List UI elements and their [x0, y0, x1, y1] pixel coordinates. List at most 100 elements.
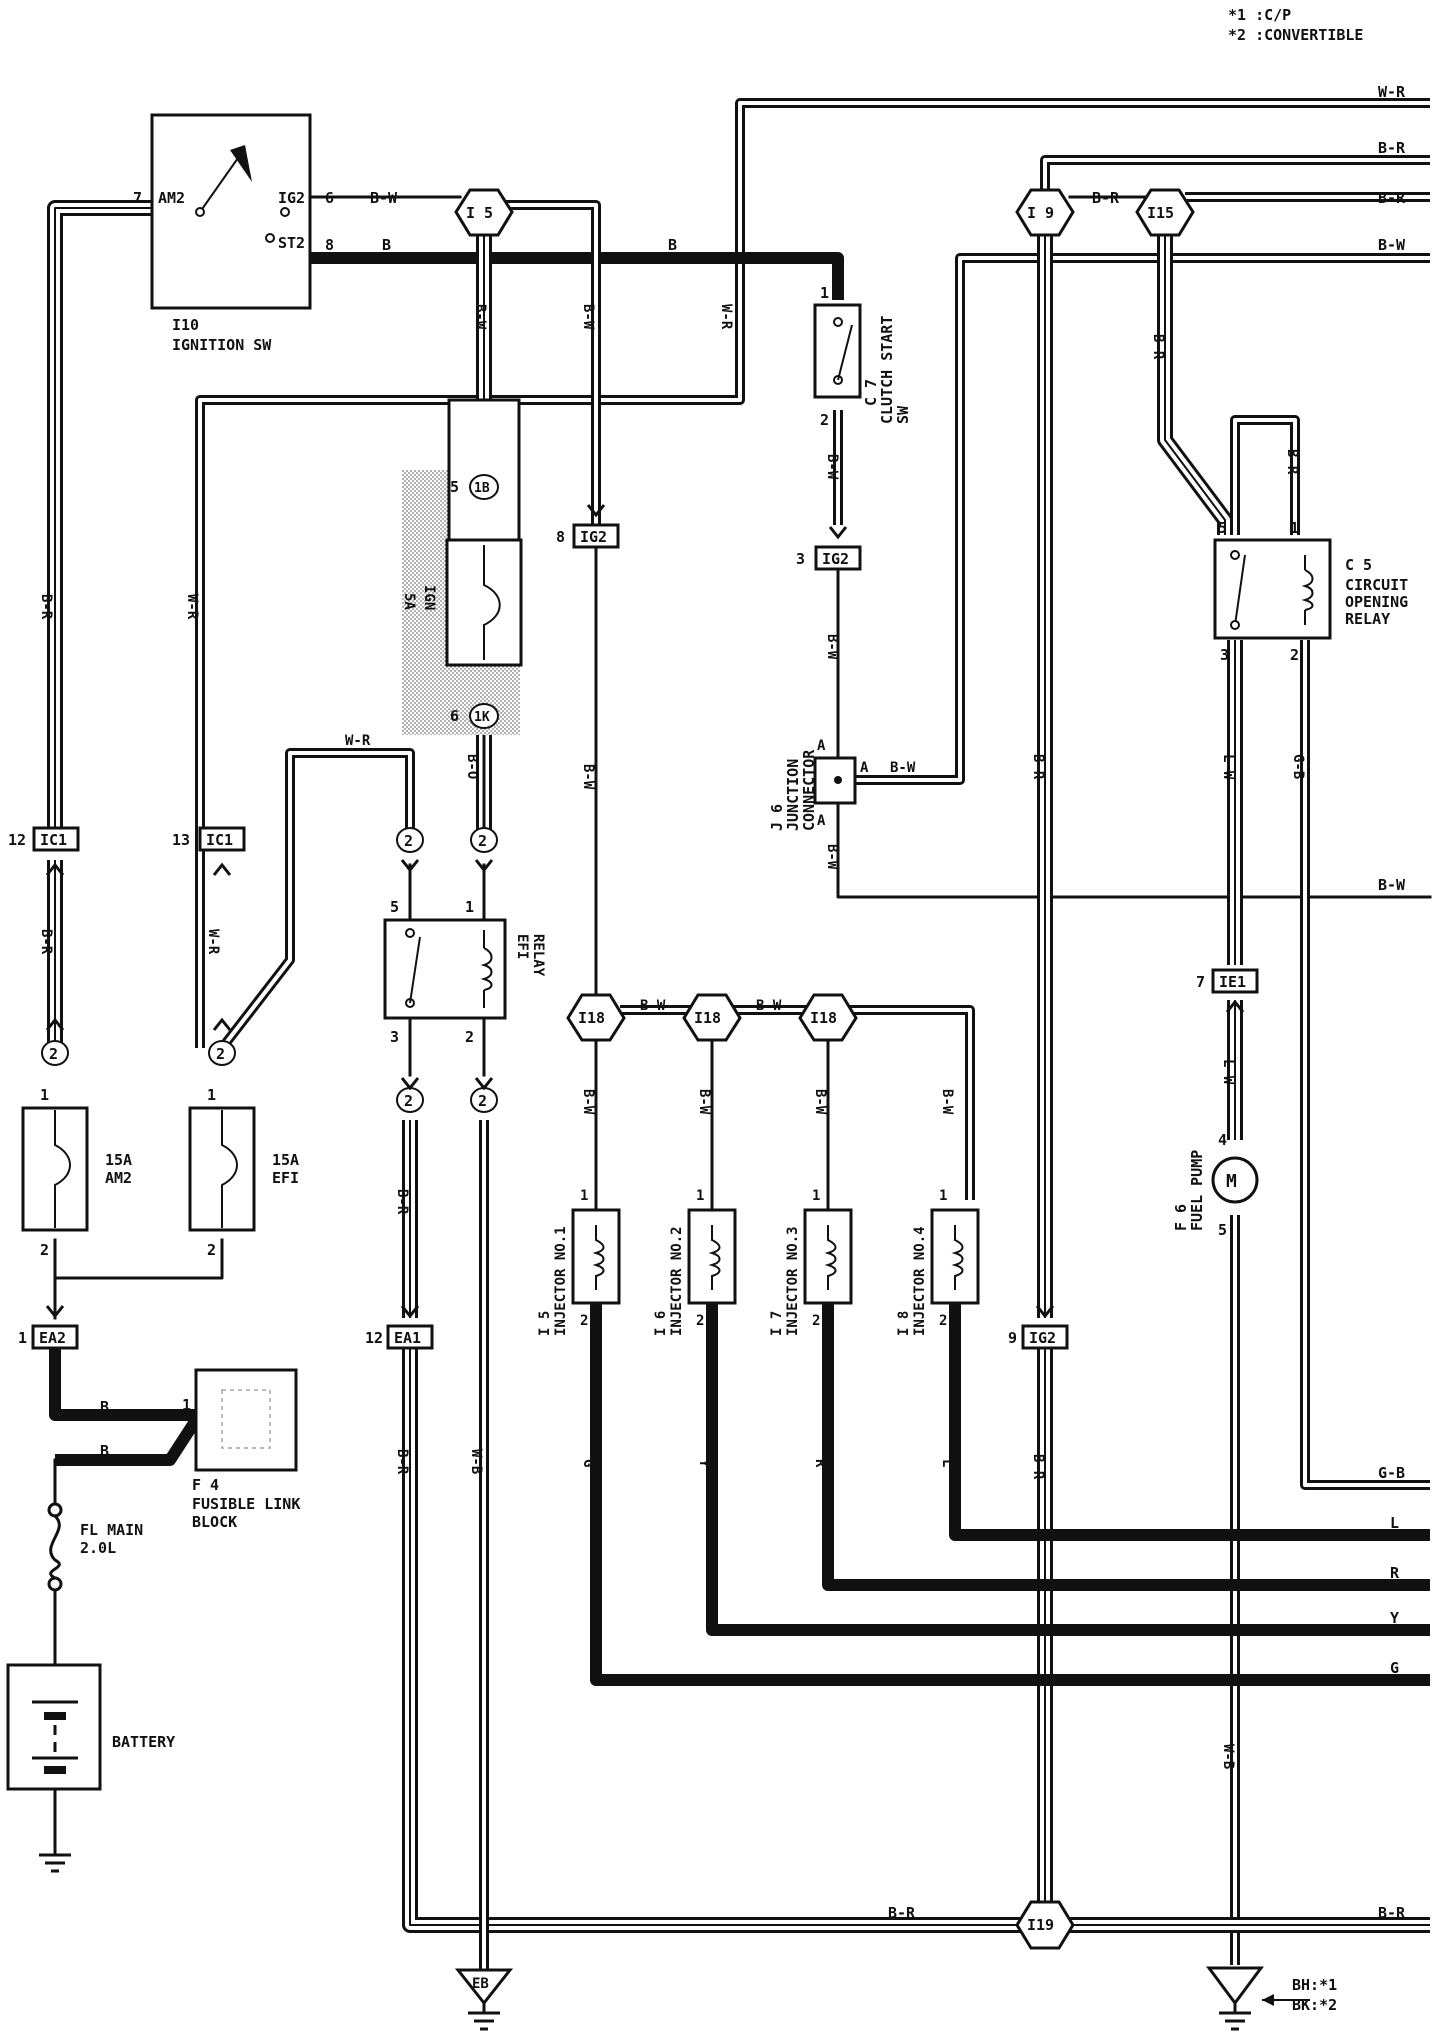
wire-label-b-r-left: B-R: [38, 594, 54, 620]
fusible-name-2: BLOCK: [192, 1513, 237, 1531]
junction-pin-a-right: A: [860, 760, 869, 776]
ig2-right-label: IG2: [1029, 1329, 1056, 1347]
connector-ie1: IE1 7: [1196, 968, 1259, 1013]
splice-i9-label: I 9: [1027, 204, 1054, 222]
battery-name: BATTERY: [112, 1733, 175, 1751]
ground-note-line-2: BK:*2: [1292, 1996, 1337, 2014]
fuel-pump: M 4 5 F 6 FUEL PUMP: [1172, 1131, 1259, 1239]
splice-i5-label: I 5: [466, 204, 493, 222]
ig2-mid-pin: 3: [796, 550, 805, 568]
relay-name-3: RELAY: [1345, 610, 1390, 628]
wire-label-b-r-ea1-top: B-R: [394, 1189, 410, 1215]
injector-pin-bottom: 2: [580, 1313, 588, 1329]
circle-connector-pin: 2: [404, 1092, 413, 1110]
fuse-efi-rating: 15A: [272, 1151, 299, 1169]
splice-i18-label: I18: [578, 1009, 605, 1027]
wire-label-b-top: B: [382, 236, 391, 254]
wire-label-b-mid: B: [668, 236, 677, 254]
circle-connector-pin: 2: [478, 1092, 487, 1110]
fusible-pin-1: 1: [182, 1396, 191, 1414]
fuse-ign-pin-top: 5: [450, 478, 459, 496]
ign-name: IGNITION SW: [172, 336, 272, 354]
ignition-switch: AM2 IG2 ST2 7 6 8 I10 IGNITION SW: [133, 113, 334, 354]
wire-label-b-w-lower: B-W: [824, 844, 840, 870]
fuel-pump-pin-5: 5: [1218, 1221, 1227, 1239]
injector-pin-bottom: 2: [696, 1313, 704, 1329]
fuse-am2-rating: 15A: [105, 1151, 132, 1169]
injector-wire-out: Y: [696, 1459, 712, 1468]
relay-pin-3: 3: [1220, 646, 1229, 664]
ground-eb-label: EB: [472, 1976, 489, 1992]
circle-connectors: 2 2 2 2 2 2: [41, 827, 498, 1113]
injector-wire-bw: B-W: [812, 1089, 828, 1115]
injector-pin-top: 1: [696, 1188, 704, 1204]
connector-ig2-right: IG2 9: [1008, 1305, 1069, 1350]
ground-icon: [466, 2003, 502, 2031]
legend-note-1: *1 :C/P: [1228, 6, 1291, 24]
splice-i9: I 9: [1015, 188, 1075, 237]
wire-label-b-link: B: [100, 1442, 109, 1460]
injector: 1 2 I 8 INJECTOR NO.4 B-W L: [896, 1089, 980, 1467]
junction-id: J 6: [768, 804, 786, 831]
fuse-ign-shown: [445, 538, 523, 667]
efi-relay-name-2: RELAY: [530, 934, 546, 977]
fuse-am2-pin-2: 2: [40, 1241, 49, 1259]
injector: 1 2 I 7 INJECTOR NO.3 B-W R: [769, 1089, 853, 1468]
fuse-ign-conn-bottom-circle: [469, 703, 499, 729]
wire-label-b-ea2: B: [100, 1398, 109, 1416]
junction-pin-a-top: A: [817, 738, 826, 754]
efi-relay: 5 1 3 2 EFI RELAY: [383, 898, 546, 1046]
injector-id: I 8: [896, 1311, 912, 1336]
ground-icon: [1217, 2003, 1253, 2031]
ic1-left-pin: 12: [8, 831, 26, 849]
injector-pin-bottom: 2: [939, 1313, 947, 1329]
relay-pin-2: 2: [1290, 646, 1299, 664]
relay-name: CIRCUIT: [1345, 576, 1408, 594]
wire-label-b-w-right-lower: B-W: [1378, 876, 1406, 894]
fusible-link-block: 1 F 4 FUSIBLE LINK BLOCK: [182, 1368, 300, 1531]
wire-label-b-w-ig2: B-W: [580, 304, 596, 330]
fuse-efi-name: EFI: [272, 1169, 299, 1187]
splice-i18-label: I18: [694, 1009, 721, 1027]
circle-connector: 2: [396, 827, 424, 873]
ig2-mid-label: IG2: [822, 550, 849, 568]
circle-connector: 2: [396, 1077, 424, 1113]
fuse-ign-conn-bottom: 1K: [474, 710, 490, 725]
fuse-efi-pin-1: 1: [207, 1086, 216, 1104]
wire-label-w-r-left: W-R: [184, 594, 200, 620]
injector-wire-out: R: [812, 1459, 828, 1468]
efi-relay-pin-1: 1: [465, 898, 474, 916]
junction-name: JUNCTION: [784, 759, 802, 831]
ign-pin-am2: AM2: [158, 189, 185, 207]
injector-wire-out: L: [939, 1459, 955, 1467]
injector: 1 2 I 5 INJECTOR NO.1 B-W G: [537, 1089, 621, 1467]
junction-pin-a-bottom: A: [817, 813, 826, 829]
wire-label-g-b-right: G-B: [1378, 1464, 1405, 1482]
fuse-ign-pin-bottom: 6: [450, 707, 459, 725]
fuse-am2-name: AM2: [105, 1169, 132, 1187]
wire-label-b-r-i9-down: B-R: [1030, 754, 1046, 780]
wire-label-w-r-vertical: W-R: [718, 304, 734, 330]
junction-connector: A A A J 6 JUNCTION CONNECTOR: [768, 738, 869, 831]
injector-wire-bw: B-W: [939, 1089, 955, 1115]
circuit-opening-relay: 5 1 3 2 C 5 CIRCUIT OPENING RELAY: [1213, 519, 1408, 664]
wire-label-b-w-ig2-down: B-W: [580, 764, 596, 790]
wire-label-w-r-efi: W-R: [345, 733, 371, 749]
ic1-right-pin: 13: [172, 831, 190, 849]
fuse-am2: 1 2 15A AM2: [21, 1086, 132, 1259]
junction-name-2: CONNECTOR: [800, 749, 818, 831]
wire-label-b-r-i15: B-R: [1378, 189, 1406, 207]
relay-id: C 5: [1345, 556, 1372, 574]
wire-label-w-r-topright: W-R: [1378, 83, 1406, 101]
ic1-right-label: IC1: [206, 831, 233, 849]
ign-pin-8: 8: [325, 236, 334, 254]
fusible-id: F 4: [192, 1476, 219, 1494]
ign-pin-6: 6: [325, 189, 334, 207]
wire-label-b-r-bottom: B-R: [888, 1904, 916, 1922]
injector-wire-bw: B-W: [696, 1089, 712, 1115]
wire-label-b-r-relay: B-R: [1284, 449, 1300, 475]
wire-label-b-r-top: B-R: [1378, 139, 1406, 157]
injector-id: I 6: [653, 1311, 669, 1336]
circle-connector: 2: [208, 1017, 236, 1066]
splice-i15: I15: [1135, 188, 1195, 237]
